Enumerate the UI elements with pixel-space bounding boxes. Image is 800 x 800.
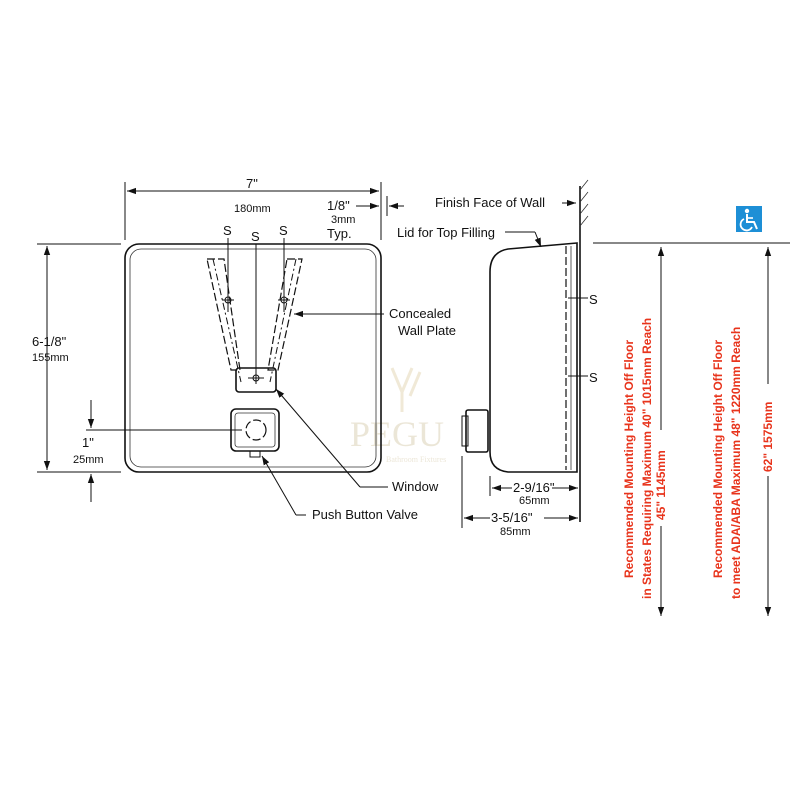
screw-label-left: S <box>223 223 232 238</box>
push-label: Push Button Valve <box>312 507 418 522</box>
concealed-label-1: Concealed <box>389 306 451 321</box>
watermark-text: PEGU <box>350 414 444 454</box>
wheelchair-accessibility-icon <box>736 206 762 232</box>
mounting-height-2: 62" 1575mm <box>761 402 775 472</box>
valve-in: 1" <box>82 435 94 450</box>
wall-label: Finish Face of Wall <box>435 195 545 210</box>
valve-circle <box>245 419 267 441</box>
depth2-mm: 85mm <box>500 526 531 538</box>
lid-label: Lid for Top Filling <box>397 225 495 240</box>
width-in: 7" <box>246 176 258 191</box>
window-leader <box>275 388 361 488</box>
valve-nozzle <box>249 450 261 458</box>
concealed-label-2: Wall Plate <box>398 323 456 338</box>
wall-plate-right-arm <box>267 258 303 371</box>
height-in: 6-1/8" <box>32 334 67 349</box>
valve-mm: 25mm <box>73 454 104 466</box>
screw-label-right: S <box>279 223 288 238</box>
side-valve <box>465 409 489 453</box>
dispenser-side-body <box>489 242 578 473</box>
watermark: PEGU Bathroom Fixtures <box>350 367 446 464</box>
depth1-in: 2-9/16" <box>513 480 555 495</box>
side-screw-upper: S <box>589 292 598 307</box>
window <box>235 367 277 393</box>
mounting-text-1a: Recommended Mounting Height Off Floor <box>622 340 636 578</box>
dispenser-front-outer <box>124 243 382 473</box>
watermark-subtext: Bathroom Fixtures <box>386 455 446 464</box>
gap-typ: Typ. <box>327 226 352 241</box>
push-leader <box>261 455 297 516</box>
gap-in: 1/8" <box>327 198 350 213</box>
side-screw-lower: S <box>589 370 598 385</box>
wall-plate-left-arm <box>206 258 241 371</box>
window-label: Window <box>392 479 439 494</box>
mounting-text-2a: Recommended Mounting Height Off Floor <box>711 340 725 578</box>
screw-label-center: S <box>251 229 260 244</box>
depth2-in: 3-5/16" <box>491 510 533 525</box>
mounting-heights: 45" 1145mm Recommended Mounting Height O… <box>593 206 790 616</box>
dispenser-front-inner <box>129 248 377 468</box>
side-view: S S Finish Face of Wall Lid for Top Fill… <box>397 179 598 538</box>
mounting-text-1b: in States Requiring Maximum 40" 1015mm R… <box>640 318 654 599</box>
wall-plate-centerlines <box>212 258 297 383</box>
gap-mm: 3mm <box>331 214 355 226</box>
mounting-text-2b: to meet ADA/ABA Maximum 48" 1220mm Reach <box>729 327 743 599</box>
width-mm: 180mm <box>234 203 271 215</box>
front-view: S S S 7" 180mm 1/8" 3mm Typ. 6-1/8" 155m… <box>32 176 456 522</box>
depth1-mm: 65mm <box>519 495 550 507</box>
height-mm: 155mm <box>32 352 69 364</box>
mounting-height-1: 45" 1145mm <box>654 450 668 520</box>
